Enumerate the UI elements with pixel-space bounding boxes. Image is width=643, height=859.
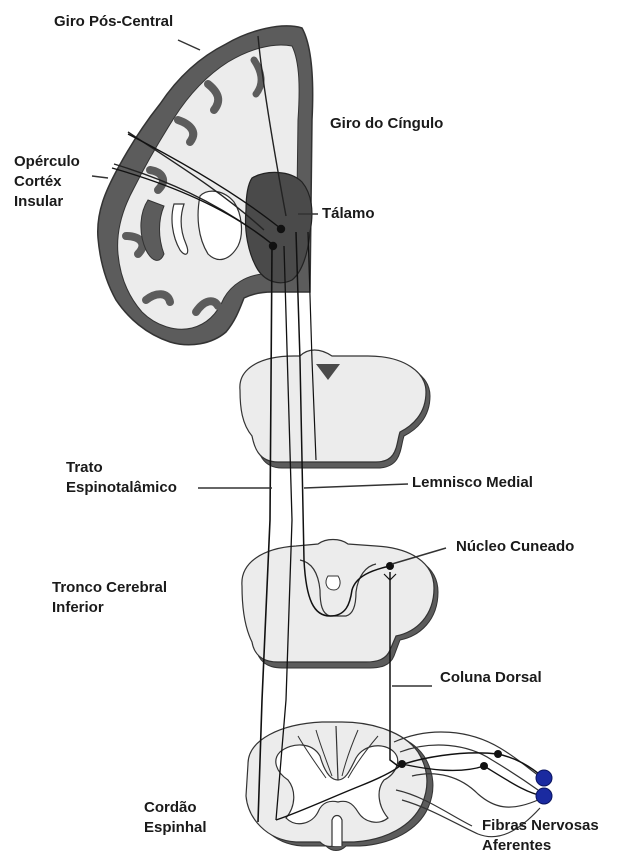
label-cordao: Cordão	[144, 798, 197, 817]
label-cortex: Cortéx	[14, 172, 62, 191]
thalamus-neuron-1	[277, 225, 285, 233]
neuron-bodies	[269, 225, 502, 770]
afferent-ending-upper	[536, 770, 552, 786]
root-neuron-1	[494, 750, 502, 758]
label-espinotalamico: Espinotalâmico	[66, 478, 177, 497]
label-operculo: Opérculo	[14, 152, 80, 171]
leader-operculo	[92, 176, 108, 178]
root-neuron-2	[480, 762, 488, 770]
midbrain-section	[240, 350, 430, 468]
label-nucleo-cuneado: Núcleo Cuneado	[456, 537, 574, 556]
label-inferior: Inferior	[52, 598, 104, 617]
label-aferentes: Aferentes	[482, 836, 551, 855]
thalamus-neuron-2	[269, 242, 277, 250]
brain-hemisphere	[98, 26, 313, 345]
label-giro-cingulo: Giro do Cíngulo	[330, 114, 443, 133]
label-talamo: Tálamo	[322, 204, 375, 223]
label-fibras-nervosas: Fibras Nervosas	[482, 816, 599, 835]
label-insular: Insular	[14, 192, 63, 211]
central-canal	[326, 576, 340, 590]
medulla-body	[242, 540, 434, 663]
afferent-endings	[536, 770, 552, 804]
label-tronco-cerebral: Tronco Cerebral	[52, 578, 167, 597]
afferent-ending-lower	[536, 788, 552, 804]
label-giro-pos-central: Giro Pós-Central	[54, 12, 173, 31]
label-lemnisco-medial: Lemnisco Medial	[412, 473, 533, 492]
leader-lemnisco	[304, 484, 408, 488]
label-coluna-dorsal: Coluna Dorsal	[440, 668, 542, 687]
anterior-median-fissure	[332, 816, 342, 847]
label-trato: Trato	[66, 458, 103, 477]
leader-giro-pos-central	[178, 40, 200, 50]
dorsal-horn-neuron	[398, 760, 406, 768]
label-espinhal: Espinhal	[144, 818, 207, 837]
